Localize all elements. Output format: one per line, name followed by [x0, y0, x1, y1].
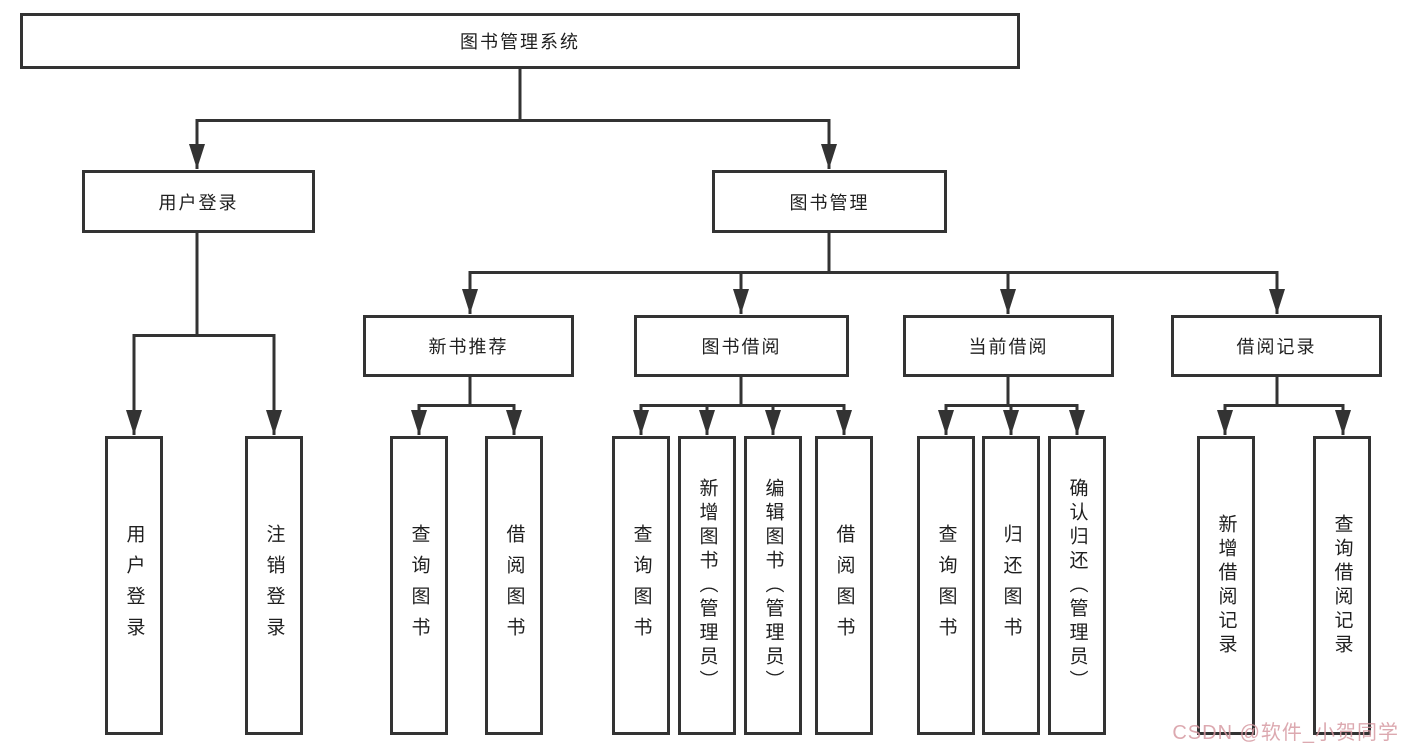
edge-root-bookmgmt: [518, 69, 837, 169]
edge-root-userlogin: [189, 69, 522, 169]
node-new-book-recommendation: 新书推荐: [363, 315, 574, 377]
node-user-login: 用户登录: [82, 170, 315, 233]
edge-userlogin-logout: [195, 233, 282, 435]
edge-borrow-add: [699, 377, 743, 435]
leaf-current-return-books: 归还图书: [982, 436, 1040, 735]
csdn-watermark: CSDN @软件_小贺同学: [1172, 722, 1399, 744]
edge-bookmgmt-borrow: [733, 233, 831, 314]
node-borrowing-records: 借阅记录: [1171, 315, 1382, 377]
edge-current-confirm: [1006, 377, 1085, 435]
node-book-management: 图书管理: [712, 170, 947, 233]
leaf-current-confirm-return-admin: 确认归还（管理员）: [1048, 436, 1106, 735]
edge-userlogin-login: [126, 233, 199, 435]
edge-borrow-borrow: [739, 377, 852, 435]
edge-records-query: [1275, 377, 1351, 435]
edge-bookmgmt-records: [827, 233, 1285, 314]
leaf-borrow-query-books: 查询图书: [612, 436, 670, 735]
leaf-borrow-edit-books-admin: 编辑图书（管理员）: [744, 436, 802, 735]
edge-newbook-query: [411, 377, 472, 435]
leaf-records-add-borrow-record: 新增借阅记录: [1197, 436, 1255, 735]
edge-current-query: [938, 377, 1010, 435]
leaf-newbook-borrow-books: 借阅图书: [485, 436, 543, 735]
edge-newbook-borrow: [468, 377, 522, 435]
leaf-current-query-books: 查询图书: [917, 436, 975, 735]
node-current-borrowing: 当前借阅: [903, 315, 1114, 377]
leaf-borrow-add-books-admin: 新增图书（管理员）: [678, 436, 736, 735]
node-book-borrowing: 图书借阅: [634, 315, 849, 377]
leaf-user-login: 用户登录: [105, 436, 163, 735]
node-library-management-system: 图书管理系统: [20, 13, 1020, 69]
leaf-borrow-borrow-books: 借阅图书: [815, 436, 873, 735]
leaf-newbook-query-books: 查询图书: [390, 436, 448, 735]
leaf-records-query-borrow-record: 查询借阅记录: [1313, 436, 1371, 735]
edge-records-add: [1217, 377, 1279, 435]
leaf-logout: 注销登录: [245, 436, 303, 735]
